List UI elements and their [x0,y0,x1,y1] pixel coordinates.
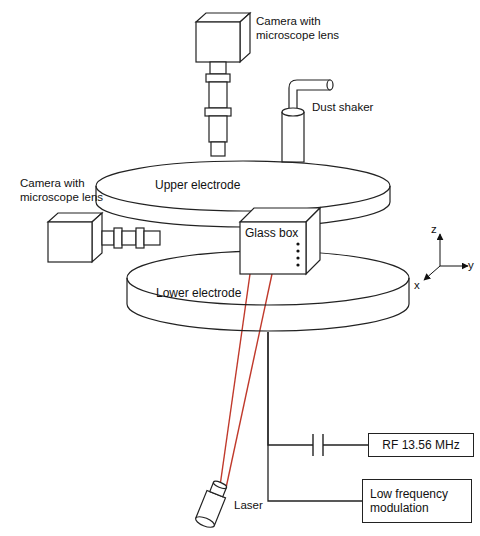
node-label: Glass box [245,226,298,240]
rf-source-box: RF 13.56 MHz [368,433,474,457]
part-label: Laser [234,498,284,512]
laser-body [194,479,230,530]
glass-box-outline [240,208,320,274]
wire [268,332,368,445]
wire [268,332,362,501]
dust-shaker [282,80,333,162]
camera-label: Camera with microscope lens [256,14,351,42]
node-label: RF 13.56 MHz [382,438,459,452]
electrode-outline [95,160,391,227]
top-camera [196,13,250,156]
glass-box: Glass box [240,208,320,274]
axis-label: x [414,278,424,292]
node-label: Upper electrode [155,178,240,192]
modulation-box: Low frequency modulation [362,479,472,523]
part-label: Dust shaker [312,100,392,114]
axis-label: y [468,258,478,272]
electrode-disk: Upper electrode [95,160,391,227]
camera-label: Camera with microscope lens [20,176,115,204]
node-label: Low frequency modulation [370,487,464,515]
axis-label: z [431,222,443,236]
coordinate-axes [424,234,468,280]
laser-beam [220,274,272,488]
node-label: Lower electrode [156,286,241,300]
